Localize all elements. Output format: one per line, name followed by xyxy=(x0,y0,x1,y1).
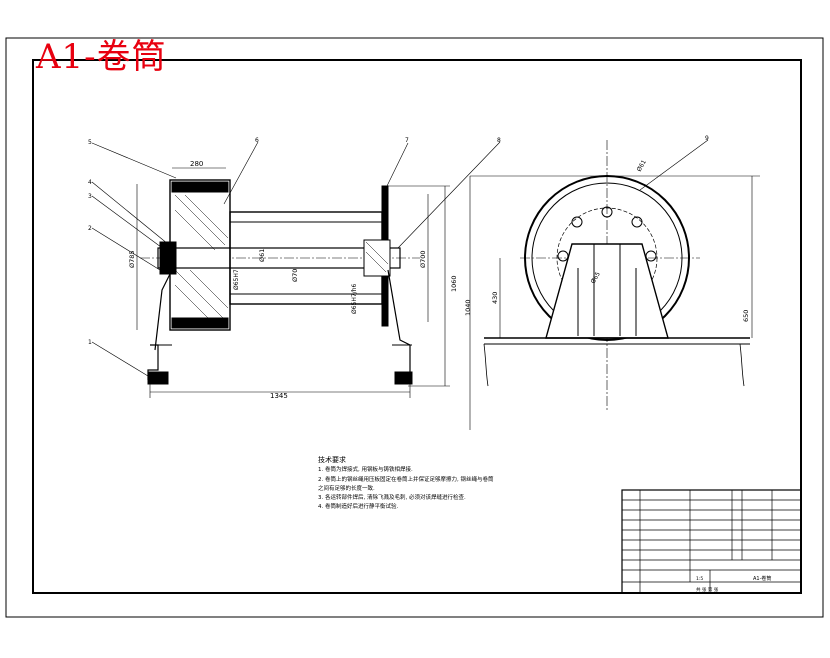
tb-drawing-name: A1-卷筒 xyxy=(753,575,771,582)
balloon-9: 9 xyxy=(705,135,709,142)
tb-sheet: 共 张 第 张 xyxy=(696,586,719,593)
dim-fit: Ø65H7/h6 xyxy=(351,283,358,314)
dim-side: Ø61 xyxy=(636,159,648,173)
balloon-1: 1 xyxy=(88,339,92,346)
tech-note-line: 2. 卷筒上的钢丝绳用压板固定在卷筒上并保证足够摩擦力, 钢丝绳与卷筒 xyxy=(318,477,494,483)
dim-280: 280 xyxy=(190,160,203,168)
dim-650: 650 xyxy=(742,310,750,322)
tech-note-line: 3. 各运转部件焊后, 清除飞溅及毛刺, 必须对该焊缝进行检查. xyxy=(318,495,466,501)
dim-61: Ø61 xyxy=(258,249,266,262)
front-section-view xyxy=(140,179,420,385)
balloon-6: 6 xyxy=(255,137,259,144)
leader-lines xyxy=(91,139,709,377)
balloon-8: 8 xyxy=(497,137,501,144)
dim-1040: 1040 xyxy=(464,299,472,316)
balloon-5: 5 xyxy=(88,139,92,146)
tech-note-line: 之间有足够的长度一致. xyxy=(318,486,375,492)
front-dimensions xyxy=(136,167,450,398)
balloon-2: 2 xyxy=(88,225,92,232)
balloon-7: 7 xyxy=(405,137,409,144)
dim-430: 430 xyxy=(491,292,499,304)
inner-border xyxy=(32,59,802,594)
tech-note-line: 4. 卷筒制造好后进行静平衡试验. xyxy=(318,504,399,510)
outer-border xyxy=(5,37,824,618)
title-block xyxy=(621,489,802,594)
tb-scale: 1:5 xyxy=(696,576,703,582)
dim-ref: Ø65H7 xyxy=(233,269,240,290)
drawing-title: A1-卷筒 xyxy=(36,37,167,77)
dim-785: Ø785 xyxy=(128,250,136,268)
balloon-4: 4 xyxy=(88,179,92,186)
dim-700: Ø700 xyxy=(419,250,427,268)
balloon-3: 3 xyxy=(88,193,92,200)
dim-1060: 1060 xyxy=(450,275,458,292)
side-view xyxy=(469,140,760,430)
tech-notes-title: 技术要求 xyxy=(318,456,346,464)
dim-70: Ø70 xyxy=(291,269,299,282)
dim-1345: 1345 xyxy=(270,392,288,400)
tech-note-line: 1. 卷筒为焊接式, 用钢板与铸铁相焊接. xyxy=(318,467,413,473)
